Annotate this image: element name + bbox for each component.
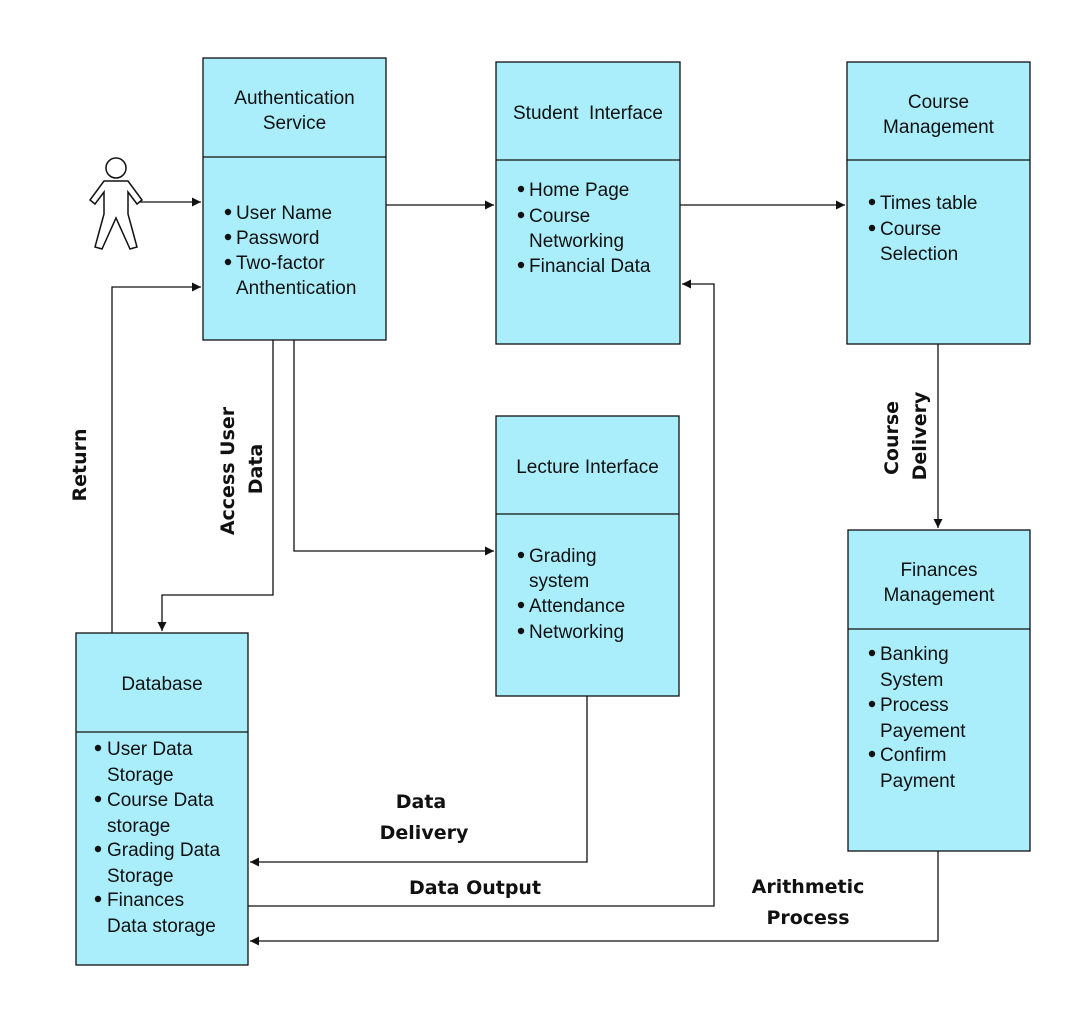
node-item-line: system [529,571,589,592]
node-title-line: Database [121,674,202,695]
node-title-line: Authentication [234,88,354,109]
node-course-management: Course Management Times table Course Sel… [846,61,1031,345]
edge-label-access-user-data: Data [245,444,267,495]
node-item-line: Banking [880,644,949,665]
node-database: Database User Data Storage Course Data s… [75,632,249,966]
edge-auth-to-database [157,340,274,631]
node-item-line: Grading [529,546,597,567]
node-item-line: Financial Data [529,256,651,277]
node-item-line: User Data [107,739,193,760]
node-item-line: Course [529,206,590,227]
edge-label-data-output: Data Output [409,877,541,899]
node-item-line: Grading Data [107,840,220,861]
node-item-line: Selection [880,244,958,265]
node-item-line: Home Page [529,180,629,201]
node-title-line: Course [908,92,969,113]
edge-database-to-student [248,279,715,907]
edge-label-data-delivery: Delivery [380,822,469,844]
node-finances-management: Finances Management Banking System Proce… [847,529,1031,852]
node-authentication-service: Authentication Service User Name Passwor… [202,57,387,341]
node-item-line: Course Data [107,790,214,811]
node-title-line: Service [263,113,326,134]
edge-label-arithmetic-process: Arithmetic [752,876,865,898]
node-title-line: Lecture Interface [516,457,659,478]
node-item-line: Storage [107,765,174,786]
node-item-line: Anthentication [236,278,356,299]
node-item-line: Networking [529,622,624,643]
user-actor-icon [88,157,144,250]
node-item-line: Times table [880,193,978,214]
node-lecture-interface: Lecture Interface Grading system Attenda… [495,415,680,697]
node-item-line: Storage [107,866,174,887]
edge-finances-to-database [250,851,939,946]
edge-label-course-delivery: Course [881,401,903,475]
node-item-line: Confirm [880,745,947,766]
node-title-line: Student Interface [513,103,663,124]
node-item-line: Networking [529,231,624,252]
edge-label-arithmetic-process: Process [766,907,849,929]
node-item-line: Course [880,219,941,240]
node-item-line: Process [880,695,949,716]
node-item-line: Two-factor [236,253,325,274]
node-title-line: Finances [900,560,977,581]
node-item-line: Attendance [529,596,625,617]
edge-lecture-to-database [250,696,588,867]
node-item-line: Payement [880,721,966,742]
node-item-line: Finances [107,890,184,911]
edge-label-data-delivery: Data [396,791,447,813]
edge-auth-to-lecture [293,340,494,556]
edge-label-access-user-data: Access User [217,406,239,535]
node-item-line: Data storage [107,916,216,937]
node-student-interface: Student Interface Home Page Course Netwo… [495,61,681,345]
node-item-line: User Name [236,203,332,224]
edge-database-to-auth-return [111,282,201,633]
node-title-line: Management [883,117,995,138]
node-item-line: Payment [880,771,956,792]
node-item-line: System [880,670,943,691]
edge-label-course-delivery: Delivery [909,391,931,480]
edge-label-return: Return [69,428,91,501]
node-title-line: Management [884,585,996,606]
node-item-line: storage [107,816,170,837]
node-item-line: Password [236,228,319,249]
